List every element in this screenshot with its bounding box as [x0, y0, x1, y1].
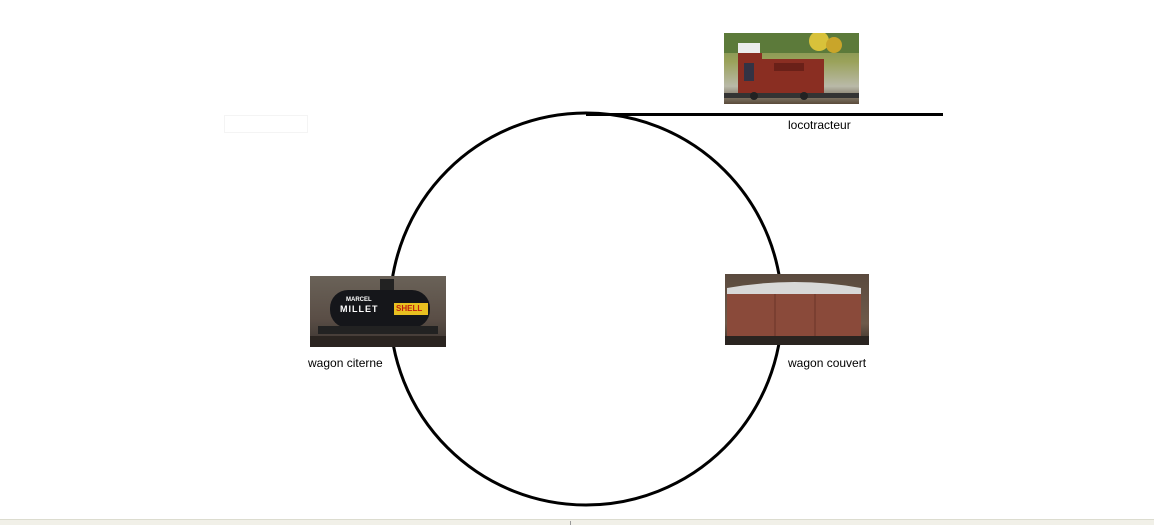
tank-marking-line2: MILLET [340, 304, 379, 314]
wagon-couvert-photo [725, 274, 869, 345]
status-bar-separator [570, 521, 571, 525]
empty-text-box [224, 115, 308, 133]
locotracteur-label: locotracteur [788, 118, 851, 132]
locotracteur-photo [724, 33, 859, 104]
wagon-citerne-photo: MARCEL MILLET SHELL [310, 276, 446, 347]
wagon-couvert-label: wagon couvert [788, 356, 867, 370]
circular-track [388, 111, 784, 507]
wagon-citerne-label: wagon citerne [308, 356, 383, 370]
tank-marking-line1: MARCEL [346, 297, 372, 303]
shell-logo-text: SHELL [396, 304, 423, 313]
status-bar [0, 519, 1154, 525]
